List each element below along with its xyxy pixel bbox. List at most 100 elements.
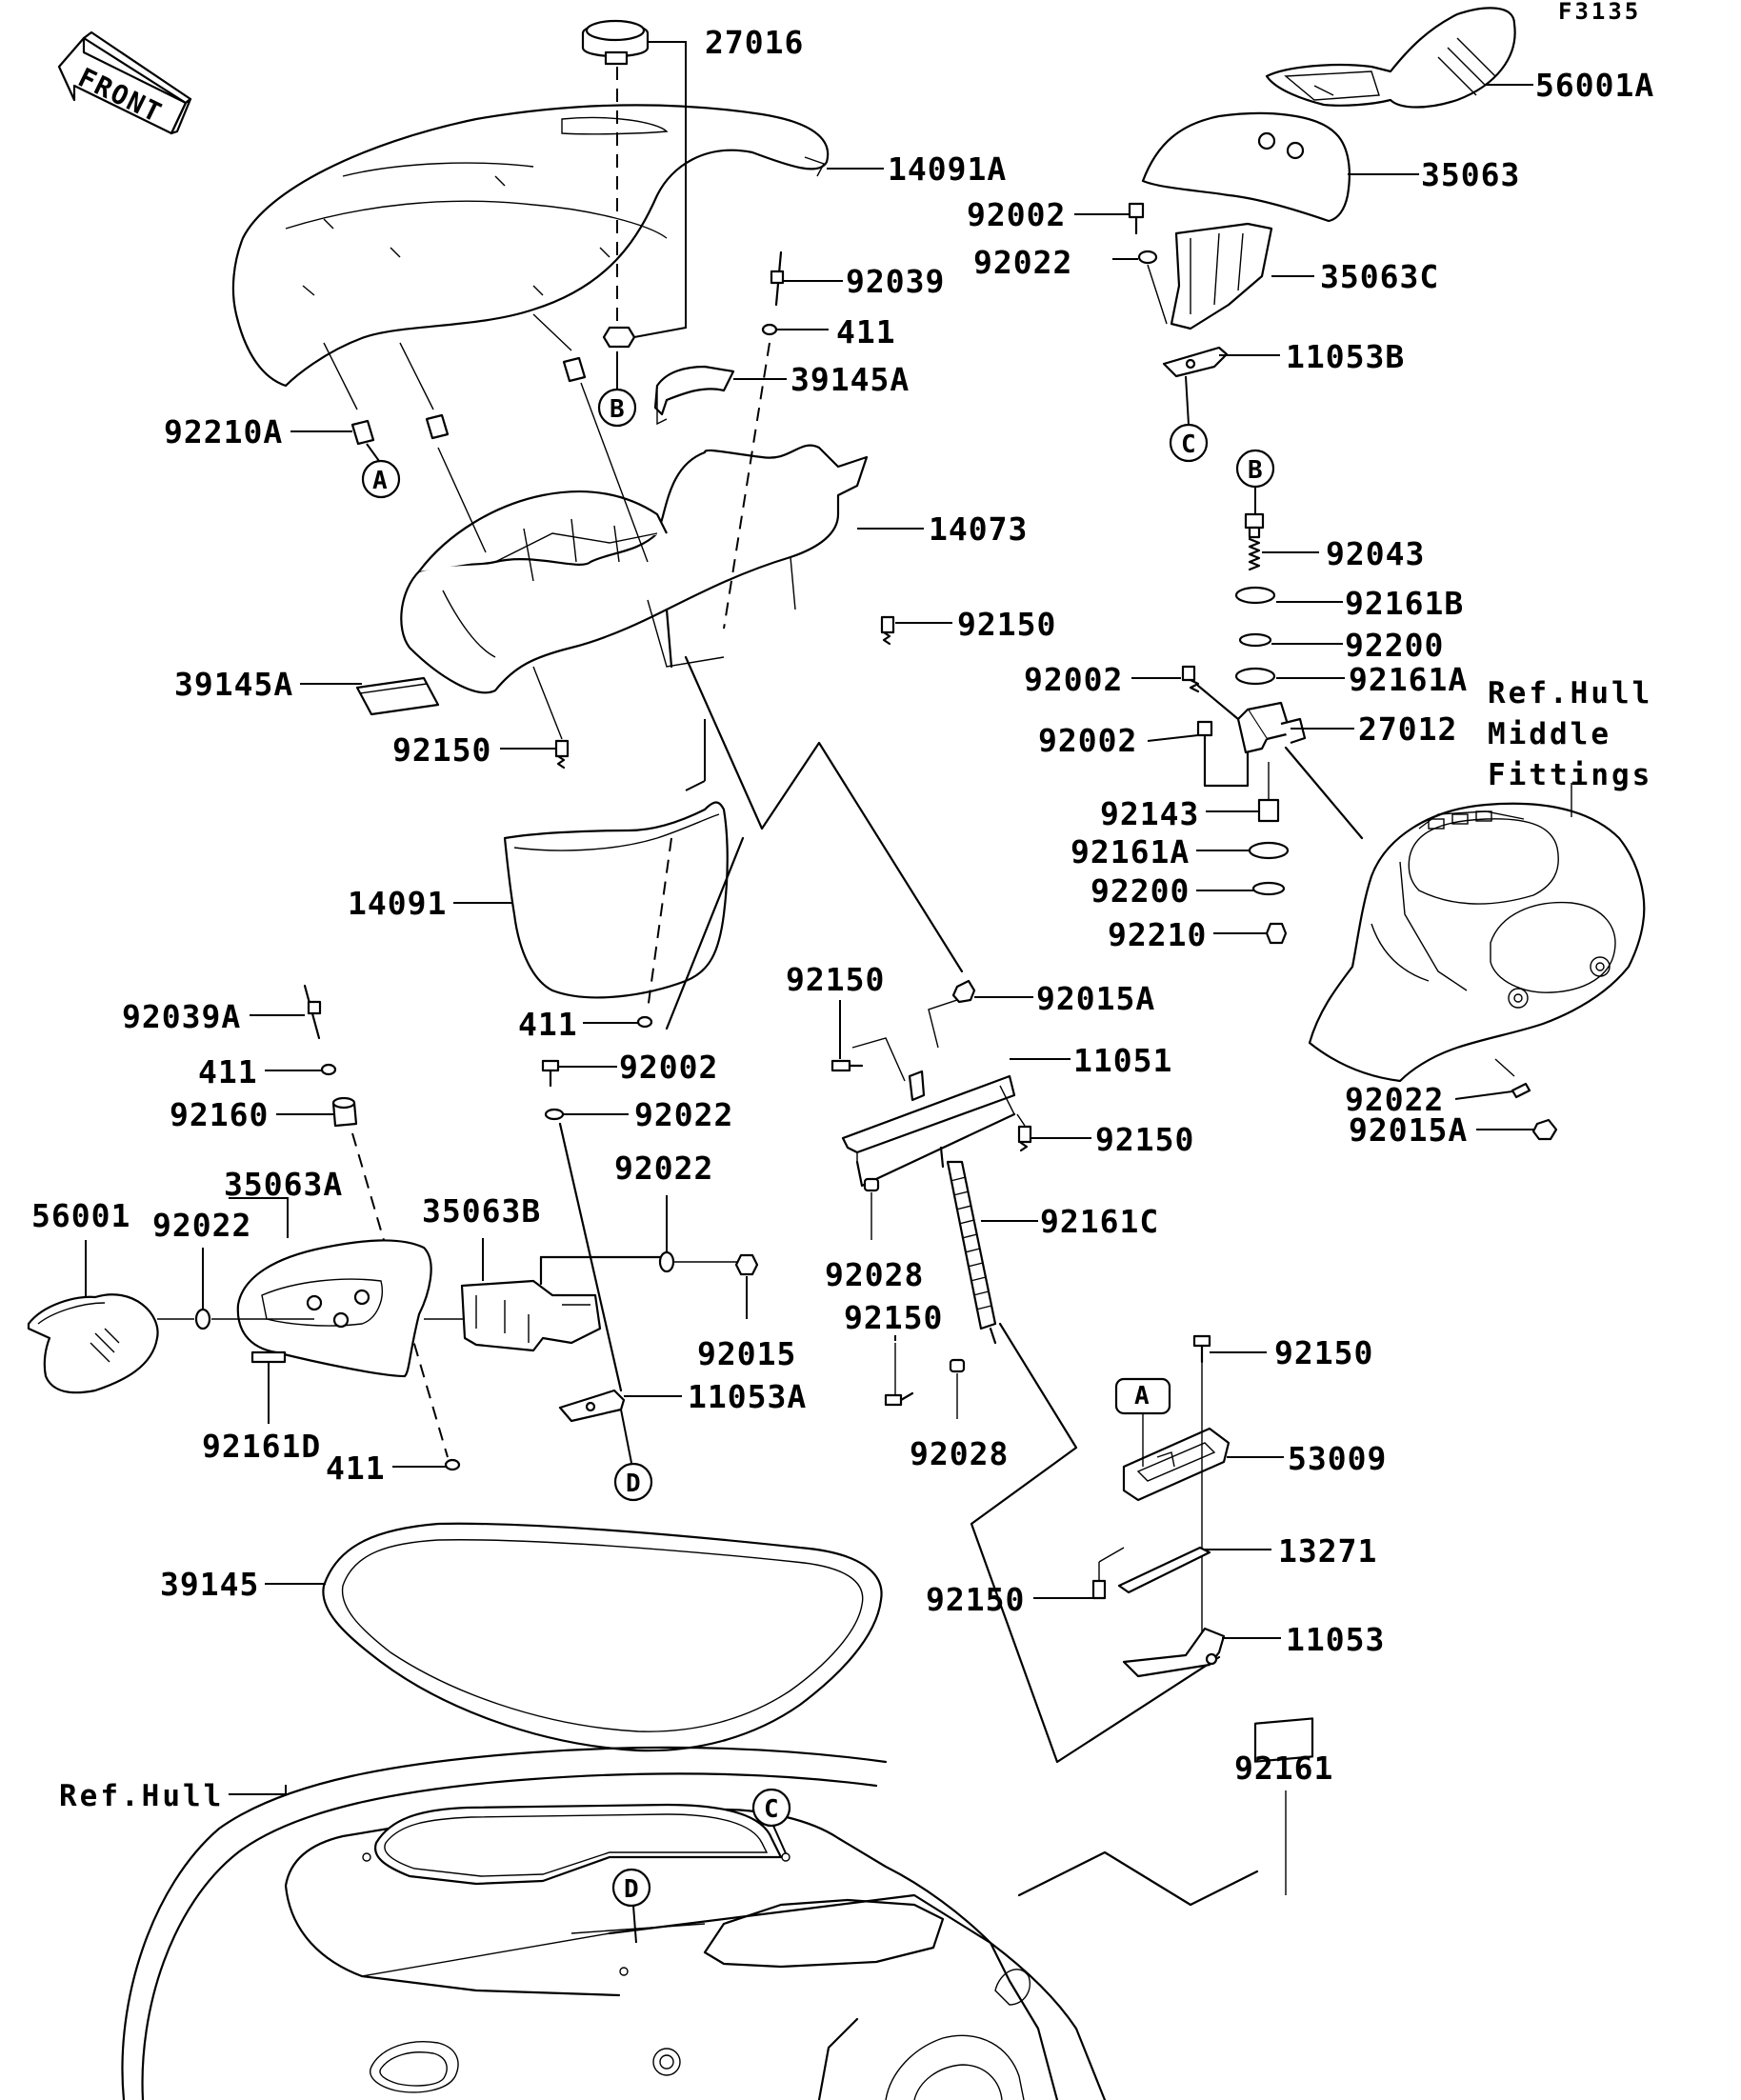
cap-27016-drawing xyxy=(581,19,650,66)
cover-14091-drawing xyxy=(503,801,729,1010)
part-number-35063A: 35063A xyxy=(224,1166,343,1203)
mirror-housing-35063A-drawing xyxy=(236,1239,432,1378)
marker-C-hull-letter: C xyxy=(764,1795,779,1824)
part-number-92161: 92161 xyxy=(1234,1750,1333,1787)
markers: B A C B D A C D xyxy=(361,352,1275,1944)
bracket-35063B-drawing xyxy=(424,1279,602,1352)
collar-92028-b-drawing xyxy=(949,1358,966,1373)
washer-92022-left-drawing xyxy=(194,1308,211,1330)
marker-A-lower-letter: A xyxy=(1134,1382,1150,1410)
part-number-92150-f: 92150 xyxy=(1274,1334,1373,1371)
bolt-92150-d-drawing xyxy=(1017,1125,1032,1152)
bracket-11053-drawing xyxy=(1122,1627,1226,1678)
bolt-92150-e-drawing xyxy=(884,1391,914,1407)
nut-92015-drawing xyxy=(734,1253,759,1276)
part-number-92161D: 92161D xyxy=(202,1428,321,1465)
part-number-39145A-left: 39145A xyxy=(174,666,293,703)
gas-spring-92161C-drawing xyxy=(939,1146,997,1345)
part-number-92022-left: 92022 xyxy=(152,1207,251,1244)
part-number-411-top: 411 xyxy=(836,313,896,350)
part-number-27012: 27012 xyxy=(1358,710,1457,748)
part-number-13271: 13271 xyxy=(1278,1532,1377,1570)
washer-92022-low-drawing xyxy=(544,1108,565,1121)
part-number-92210: 92210 xyxy=(1108,916,1207,953)
bolt-92039A-drawing xyxy=(303,984,322,1040)
part-number-11051: 11051 xyxy=(1073,1042,1172,1079)
bolt-92150-a-drawing xyxy=(880,615,895,646)
bolt-92002-mid2-drawing xyxy=(1196,720,1213,764)
plate-13271-drawing xyxy=(1117,1546,1211,1594)
part-number-92143: 92143 xyxy=(1100,795,1199,832)
front-arrow-icon: FRONT xyxy=(57,30,192,135)
ref-hull-middle-fittings-line2: Middle xyxy=(1488,717,1611,751)
ref-hull-middle-fittings-line3: Fittings xyxy=(1488,758,1652,792)
part-number-92015A-a: 92015A xyxy=(1036,980,1155,1017)
part-number-14073: 14073 xyxy=(929,510,1028,548)
washer-92161A-b-drawing xyxy=(1248,841,1290,860)
part-number-92002-mid: 92002 xyxy=(1024,661,1123,698)
marker-D-mid xyxy=(613,1462,653,1502)
part-number-14091A: 14091A xyxy=(888,150,1007,188)
part-number-92150-c: 92150 xyxy=(786,961,885,998)
marker-D-hull-letter: D xyxy=(624,1875,639,1904)
marker-B-right-letter: B xyxy=(1248,456,1263,485)
washer-92022-top-drawing xyxy=(1137,250,1158,265)
part-number-35063C: 35063C xyxy=(1320,258,1439,295)
part-number-56001: 56001 xyxy=(31,1197,130,1234)
part-number-411-low: 411 xyxy=(326,1450,386,1487)
marker-D-hull xyxy=(611,1868,651,1908)
marker-B-top xyxy=(597,388,637,428)
marker-A-top xyxy=(361,459,401,499)
marker-C-top-letter: C xyxy=(1181,430,1196,459)
part-number-27016: 27016 xyxy=(705,24,804,61)
part-number-39145: 39145 xyxy=(160,1566,259,1603)
washer-411-low-drawing xyxy=(444,1458,461,1471)
marker-C-hull xyxy=(751,1788,791,1828)
part-number-92022-low: 92022 xyxy=(634,1096,733,1133)
seal-39145A-top-drawing xyxy=(653,365,735,426)
part-number-92161A-a: 92161A xyxy=(1349,661,1468,698)
hull-middle-fittings-drawing xyxy=(1308,802,1646,1083)
part-number-92200-b: 92200 xyxy=(1091,872,1190,910)
clip-92210A-drawing xyxy=(350,356,587,446)
seat-cover-drawing xyxy=(231,104,830,388)
washer-92022-right-drawing xyxy=(1511,1082,1531,1099)
part-number-35063: 35063 xyxy=(1421,156,1520,193)
part-number-92039A: 92039A xyxy=(122,998,241,1035)
nut-27016-drawing xyxy=(602,326,636,349)
part-number-11053A: 11053A xyxy=(688,1378,807,1415)
bolt-92002-low-drawing xyxy=(541,1059,560,1088)
mirror-56001A-drawing xyxy=(1265,7,1516,109)
part-number-92015A-b: 92015A xyxy=(1349,1111,1468,1149)
plate-11053B-drawing xyxy=(1162,346,1229,378)
bracket-35063C-drawing xyxy=(1170,222,1273,330)
part-number-35063B: 35063B xyxy=(422,1192,541,1230)
part-number-92015: 92015 xyxy=(697,1335,796,1372)
label-group: 27016 56001A 14091A 35063 92002 92039 92… xyxy=(31,24,1653,1813)
part-number-14091: 14091 xyxy=(348,885,447,922)
part-number-92150-g: 92150 xyxy=(926,1581,1025,1618)
part-number-92161A-b: 92161A xyxy=(1071,833,1190,870)
marker-C-top xyxy=(1169,423,1209,463)
washer-92200-a-drawing xyxy=(1238,632,1272,648)
part-number-92002-top: 92002 xyxy=(967,196,1066,233)
nut-92210-drawing xyxy=(1265,922,1288,945)
pad-92161D-drawing xyxy=(250,1350,287,1364)
part-number-92028-b: 92028 xyxy=(910,1435,1009,1472)
washer-411-top-drawing xyxy=(761,323,778,336)
part-number-53009: 53009 xyxy=(1288,1440,1387,1477)
part-number-92022-mid: 92022 xyxy=(614,1150,713,1187)
part-number-11053: 11053 xyxy=(1286,1621,1385,1658)
plate-11053A-drawing xyxy=(558,1389,626,1423)
housing-35063-drawing xyxy=(1141,111,1351,223)
part-number-411-left: 411 xyxy=(198,1053,258,1090)
bolt-92002-top-drawing xyxy=(1128,202,1145,235)
seat-base-14073-drawing xyxy=(400,444,869,694)
washer-92200-b-drawing xyxy=(1251,881,1286,896)
ref-hull-middle-fittings-line1: Ref.Hull xyxy=(1488,676,1652,710)
grommet-92160-drawing xyxy=(331,1096,358,1128)
marker-D-mid-letter: D xyxy=(626,1470,641,1498)
washer-92161B-drawing xyxy=(1234,586,1276,605)
latch-53009-drawing xyxy=(1122,1427,1231,1502)
